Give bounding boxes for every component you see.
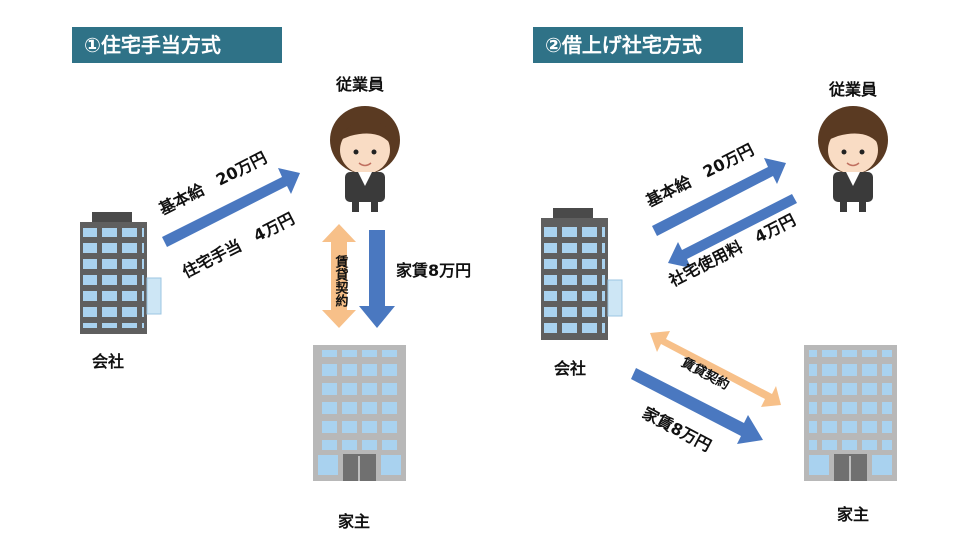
right-usage-fee-arrow — [668, 194, 797, 268]
left-title: ①住宅手当方式 — [72, 27, 282, 63]
right-salary-arrow — [652, 158, 786, 236]
left-company-building-icon — [80, 212, 162, 334]
right-company-building-icon — [541, 208, 623, 340]
left-company-label: 会社 — [92, 352, 125, 371]
left-lease-label: 賃貸契約 — [332, 255, 348, 307]
right-employee-label: 従業員 — [829, 80, 878, 99]
left-landlord-label: 家主 — [338, 512, 371, 531]
right-landlord-label: 家主 — [837, 505, 870, 524]
right-employee-icon — [818, 106, 888, 212]
left-salary-arrow — [162, 168, 300, 247]
right-rent-arrow — [631, 368, 763, 444]
left-lease-arrow — [322, 224, 356, 328]
right-landlord-building-icon — [804, 345, 897, 481]
right-lease-arrow — [650, 331, 781, 407]
right-title: ②借上げ社宅方式 — [533, 27, 743, 63]
left-rent-arrow — [359, 230, 395, 328]
left-employee-label: 従業員 — [336, 75, 385, 94]
right-company-label: 会社 — [554, 359, 587, 378]
left-rent-label: 家賃8万円 — [396, 261, 472, 280]
left-employee-icon — [330, 106, 400, 212]
left-landlord-building-icon — [313, 345, 406, 481]
